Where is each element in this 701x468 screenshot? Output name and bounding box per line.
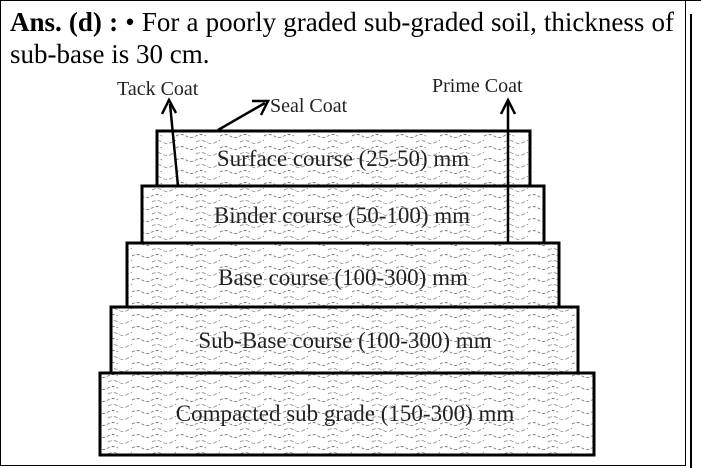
subgrade-label: Compacted sub grade (150-300) mm <box>176 401 515 426</box>
subgrade-layer <box>98 371 596 457</box>
base-course-label: Base course (100-300) mm <box>218 265 468 290</box>
right-border <box>690 14 692 468</box>
seal-coat-label: Seal Coat <box>270 95 348 117</box>
seal-coat-arrow <box>217 99 271 132</box>
answer-text: For a poorly graded sub-graded soil, thi… <box>10 7 675 69</box>
base-layer <box>125 241 561 309</box>
binder-course-label: Binder course (50-100) mm <box>214 203 470 228</box>
prime-coat-arrow <box>499 97 517 243</box>
prime-coat-label: Prime Coat <box>432 75 523 97</box>
surface-layer <box>155 129 532 188</box>
tack-coat-arrow <box>160 97 180 187</box>
subbase-layer <box>109 305 580 375</box>
surface-course-label: Surface course (25-50) mm <box>217 146 469 171</box>
subbase-course-label: Sub-Base course (100-300) mm <box>198 328 491 353</box>
bullet: • <box>125 7 135 37</box>
content-frame <box>0 0 686 466</box>
binder-layer <box>140 184 546 245</box>
answer-paragraph: Ans. (d) : • For a poorly graded sub-gra… <box>10 6 674 70</box>
top-border <box>440 0 701 1</box>
tack-coat-label: Tack Coat <box>117 78 199 100</box>
answer-prefix: Ans. (d) : <box>10 7 119 37</box>
